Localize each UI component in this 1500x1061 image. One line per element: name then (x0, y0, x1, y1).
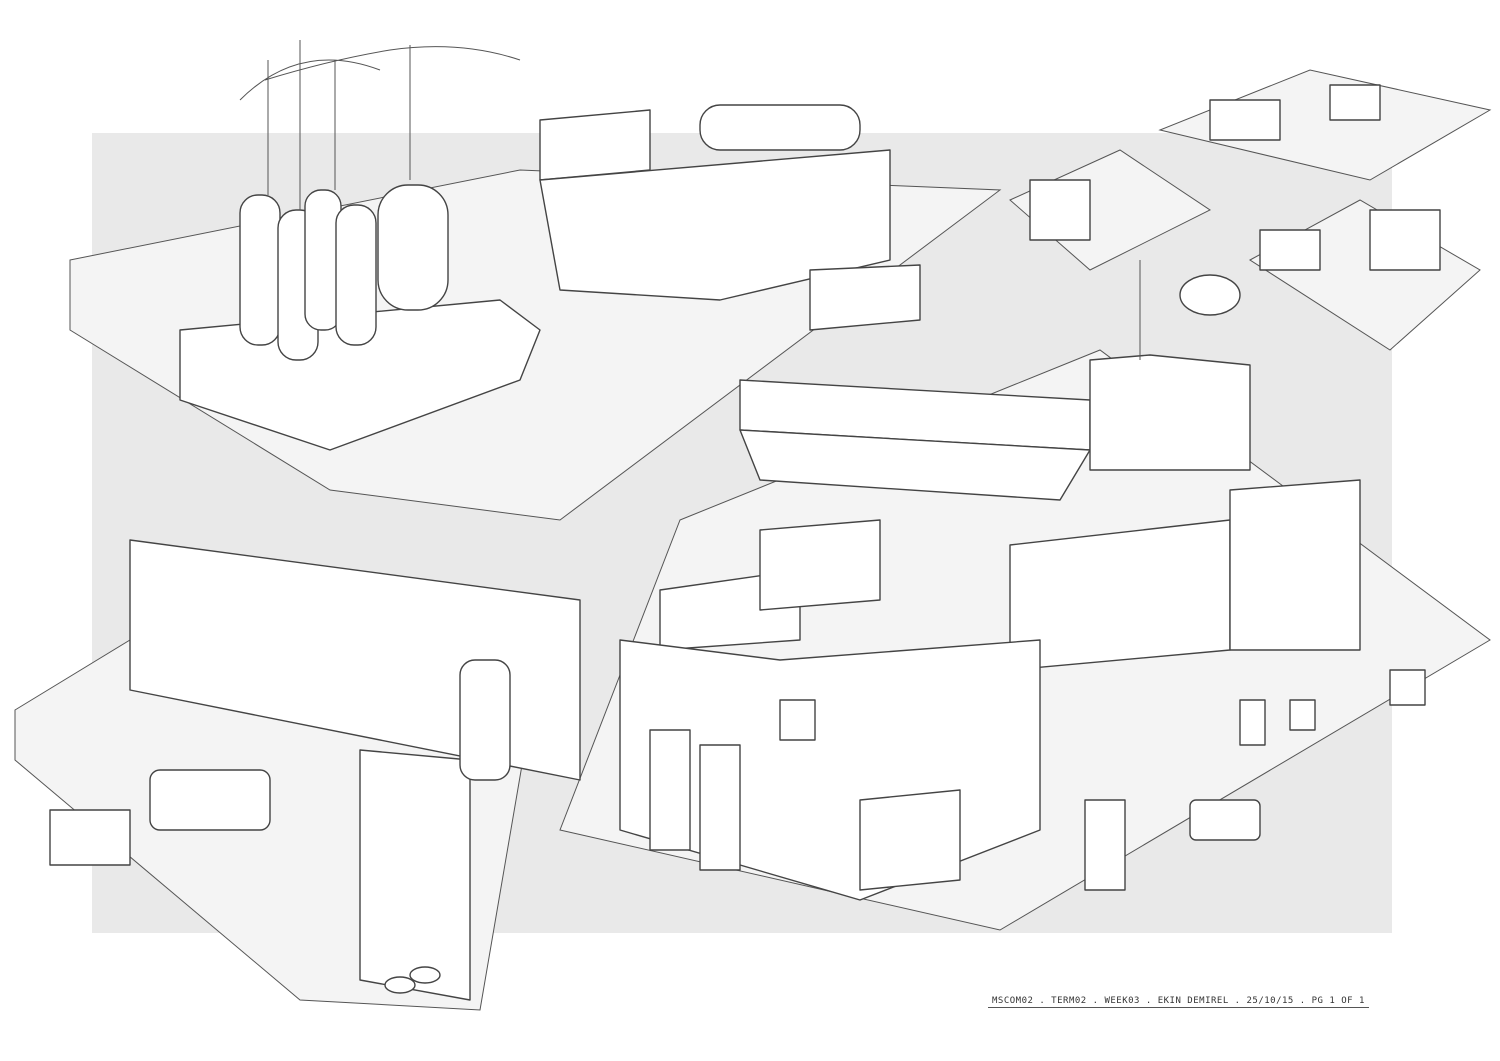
hangar-sketch (14, 539, 581, 1011)
sheet-caption: MSCOM02 . TERM02 . WEEK03 . EKIN DEMIREL… (988, 996, 1369, 1008)
thumbnail-sketches (1009, 69, 1492, 351)
power-plant-sketch (69, 40, 1002, 521)
command-center-sketch (559, 260, 1491, 931)
